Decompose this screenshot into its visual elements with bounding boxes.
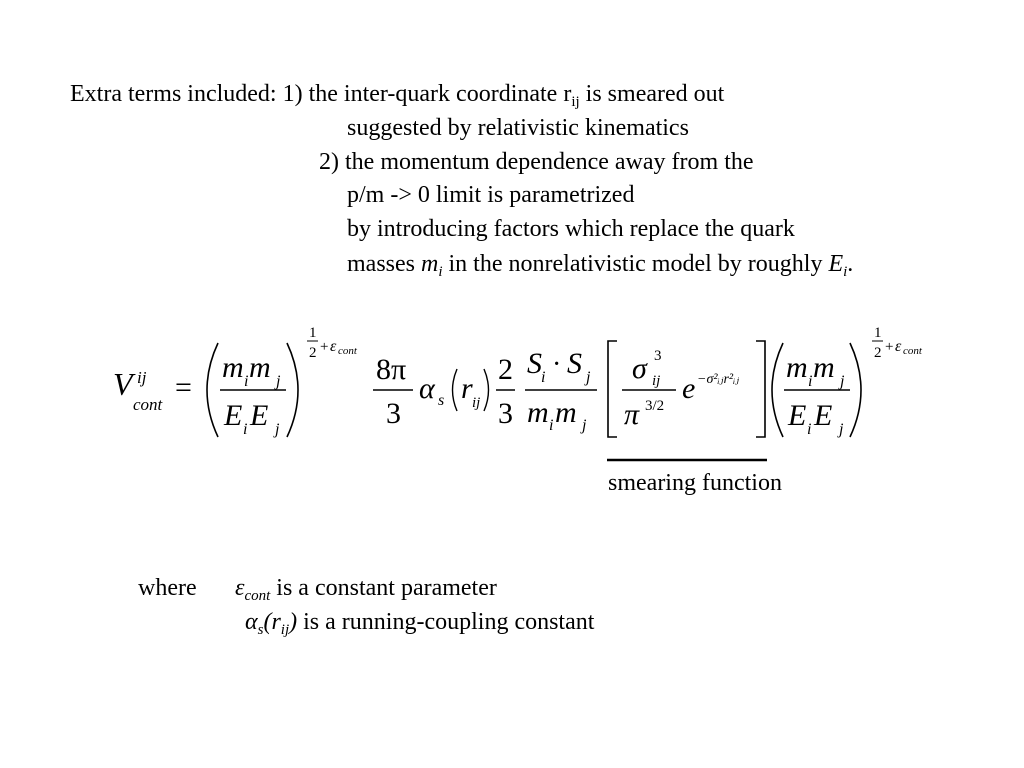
intro-line-3: 2) the momentum dependence away from the (319, 149, 754, 175)
eq-f1-i1: i (244, 373, 248, 390)
def-alpha-text: is a running-coupling constant (297, 609, 595, 635)
eq-paren-right-1 (286, 342, 299, 438)
eq-Sden-j: j (580, 417, 587, 434)
def-eps-text: is a constant parameter (270, 575, 497, 601)
def-alpha: α (245, 609, 258, 635)
eq-f2-j2: j (837, 421, 844, 438)
eq-V: V (113, 366, 136, 402)
def-eps: ε (235, 575, 245, 601)
intro-line6-i2: i (843, 264, 848, 280)
eq-alpha-s: s (438, 392, 444, 409)
eq-three-2: 3 (498, 397, 513, 430)
eq-f1-E1: E (223, 399, 242, 432)
eq-paren-left-2 (771, 342, 784, 438)
intro-lead: Extra terms included: 1) the inter-quark… (70, 81, 572, 107)
eq-two: 2 (498, 353, 513, 386)
eq-exp1-eps: ε (330, 338, 337, 355)
intro-line6-E: E (828, 251, 844, 277)
eq-r-ij: ij (472, 395, 480, 411)
eq-sigma-exp: 3 (654, 348, 662, 364)
eq-V-sup: ij (137, 368, 147, 387)
smearing-function-label: smearing function (608, 470, 782, 496)
def-r: r (271, 609, 281, 635)
eq-f2-m2: m (813, 351, 835, 384)
eq-f2-j1: j (838, 373, 845, 390)
eq-e: e (682, 372, 695, 405)
eq-V-sub: cont (133, 395, 164, 414)
definition-epsilon: εcont is a constant parameter (235, 574, 497, 604)
eq-S2: S (567, 347, 582, 380)
eq-sigma: σ (632, 352, 648, 385)
intro-line6-m: m (421, 251, 439, 277)
eq-exp1-two: 2 (309, 345, 317, 361)
eq-r: r (461, 372, 473, 405)
eq-f2-i2: i (807, 421, 811, 438)
eq-bracket-left (607, 340, 617, 438)
eq-rparen-left (451, 368, 458, 412)
intro-line6-b: in the nonrelativistic model by roughly (442, 251, 829, 277)
eq-sigma-ij: ij (652, 373, 660, 389)
where-label: where (138, 575, 197, 601)
eq-rparen-right (483, 368, 490, 412)
def-r-close: ) (289, 609, 298, 635)
intro-line-6: masses mi in the nonrelativistic model b… (347, 250, 854, 280)
def-r-open: ( (263, 609, 272, 635)
eq-f1-j1: j (274, 373, 281, 390)
eq-paren-left-1 (206, 342, 219, 438)
eq-f2-m1: m (786, 351, 808, 384)
eq-equals: = (175, 371, 192, 404)
eq-f1-m2: m (249, 351, 271, 384)
intro-line-5: by introducing factors which replace the… (347, 216, 795, 242)
eq-S1: S (527, 347, 542, 380)
eq-alpha: α (419, 372, 436, 405)
eq-f1-m1: m (222, 351, 244, 384)
eq-exp2-plus: + (885, 339, 893, 355)
intro-line-2: suggested by relativistic kinematics (347, 115, 689, 141)
intro-line-4: p/m -> 0 limit is parametrized (347, 182, 635, 208)
eq-exp2-eps: ε (895, 338, 902, 355)
eq-bracket-right (756, 340, 766, 438)
eq-f2-E2: E (813, 399, 832, 432)
intro-lead-tail: is smeared out (579, 81, 725, 107)
eq-exp1-one: 1 (309, 325, 317, 341)
eq-exp2-two: 2 (874, 345, 882, 361)
eq-Sden-i: i (549, 417, 553, 434)
eq-S2-j: j (584, 369, 591, 386)
eq-pi: π (624, 398, 640, 431)
eq-exp2-cont: cont (903, 345, 923, 357)
intro-line6-a: masses (347, 251, 421, 277)
intro-lead-subscript: ij (571, 94, 580, 110)
eq-e-exponent: −σ²ᵢⱼr²ᵢⱼ (697, 372, 739, 387)
intro-line6-i: i (438, 264, 443, 280)
eq-S1-i: i (541, 369, 545, 386)
def-alpha-sub: s (257, 622, 264, 638)
eq-eight-pi: 8π (376, 353, 406, 386)
definition-alpha: αs(rij) is a running-coupling constant (245, 608, 595, 638)
eq-exp2-one: 1 (874, 325, 882, 341)
eq-exp1-cont: cont (338, 345, 358, 357)
def-r-sub: ij (280, 622, 290, 638)
eq-f1-i2: i (243, 421, 247, 438)
eq-f1-j2: j (273, 421, 280, 438)
intro-line-1: Extra terms included: 1) the inter-quark… (70, 80, 725, 110)
eq-f2-i1: i (808, 373, 812, 390)
eq-three-1: 3 (386, 397, 401, 430)
def-eps-sub: cont (244, 588, 271, 604)
eq-Sden-m1: m (527, 396, 549, 429)
eq-dot: · (552, 349, 561, 380)
intro-line6-c: . (847, 251, 854, 277)
eq-paren-right-2 (849, 342, 862, 438)
eq-f2-E1: E (787, 399, 806, 432)
eq-pi-exp: 3/2 (645, 398, 664, 414)
eq-f1-E2: E (249, 399, 268, 432)
eq-Sden-m2: m (555, 396, 577, 429)
definition-line-1: where (138, 574, 197, 602)
eq-exp1-plus: + (320, 339, 328, 355)
